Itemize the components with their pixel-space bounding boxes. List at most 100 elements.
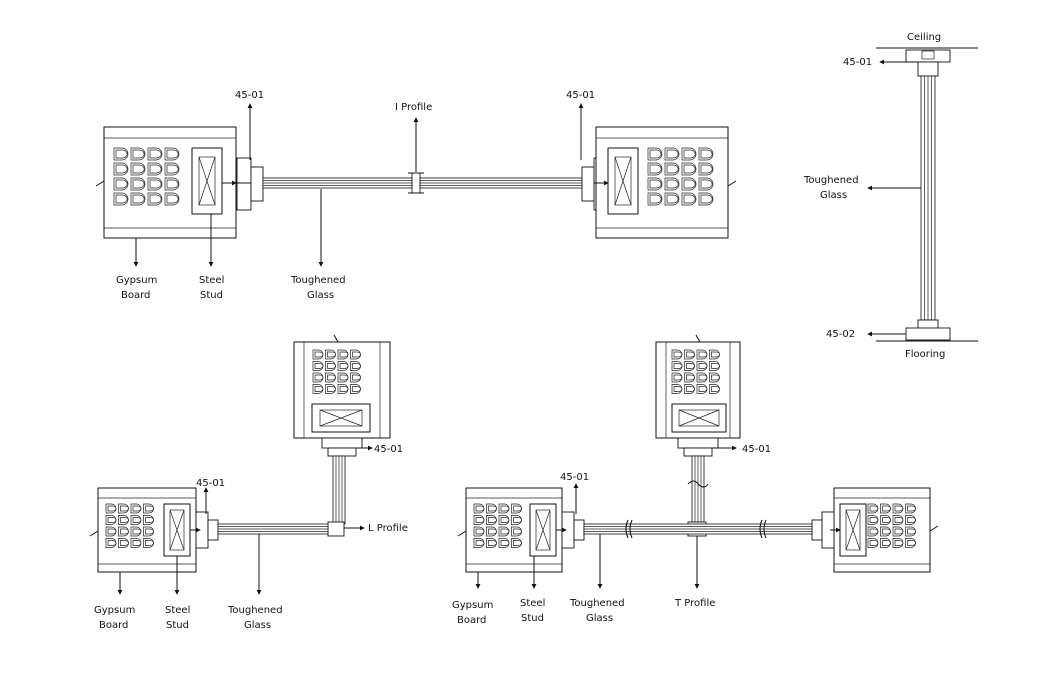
gypsum-cell-inner [475, 517, 485, 523]
gypsum-cell-inner [145, 517, 154, 523]
gypsum-cell-inner [882, 540, 891, 546]
gypsum-cell-inner [352, 374, 361, 381]
l-profile-detail: 45-01 45-01 L Profile Gypsum Board Steel… [89, 334, 408, 631]
gypsum-cell [164, 192, 180, 206]
right-wall-block [833, 487, 939, 573]
gypsum-cell-inner [488, 528, 497, 535]
gypsum-cell-inner [327, 363, 336, 369]
gypsum-cell-inner [666, 179, 679, 189]
gypsum-cell-inner [683, 194, 696, 204]
board-label: Board [121, 290, 150, 301]
gypsum-cell-inner [907, 517, 916, 523]
gypsum-cell-inner [711, 386, 720, 392]
gypsum-cell-inner [882, 528, 891, 535]
gypsum-cell-inner [475, 505, 485, 512]
gypsum-cell-inner [513, 505, 522, 512]
gypsum-cell-inner [673, 351, 683, 358]
gypsum-label: Gypsum [116, 275, 157, 286]
gypsum-cell [164, 177, 180, 191]
gypsum-cell [130, 192, 146, 206]
flooring-label: Flooring [905, 349, 945, 360]
i-profile-connector [408, 172, 424, 194]
board-label: Board [457, 615, 486, 626]
vert-toughened-label: Toughened [803, 175, 859, 186]
l-left-code: 45-01 [196, 478, 225, 489]
gypsum-cell-inner [120, 540, 129, 546]
gypsum-cell-inner [132, 194, 145, 204]
gypsum-cell-inner [686, 363, 695, 369]
gypsum-cell [147, 192, 163, 206]
gypsum-cell-inner [166, 164, 179, 174]
gypsum-cell-inner [132, 164, 145, 174]
gypsum-cell [113, 147, 129, 161]
gypsum-board-cells [105, 503, 154, 548]
gypsum-cell-inner [314, 351, 324, 358]
toughened-label: Toughened [569, 598, 625, 609]
gypsum-cell-inner [500, 540, 510, 546]
gypsum-cell [647, 147, 663, 161]
gypsum-cell-inner [132, 540, 142, 546]
gypsum-cell-inner [513, 540, 522, 546]
i-top-right-code: 45-01 [566, 90, 595, 101]
gypsum-cell [698, 192, 714, 206]
t-profile-label: T Profile [674, 598, 715, 609]
gypsum-cell-inner [698, 386, 708, 392]
gypsum-cell [681, 162, 697, 176]
gypsum-cell-inner [894, 517, 904, 523]
gypsum-cell-inner [683, 164, 696, 174]
l-profile-label: L Profile [368, 523, 408, 534]
gypsum-cell-inner [869, 517, 879, 523]
gypsum-cell-inner [686, 374, 695, 381]
i-profile-label: I Profile [395, 102, 432, 113]
gypsum-cell [681, 192, 697, 206]
gypsum-cell-inner [683, 149, 696, 159]
gypsum-cell-inner [673, 363, 683, 369]
gypsum-cell-inner [686, 386, 695, 392]
gypsum-cell-inner [120, 517, 129, 523]
toughened-glass-pane [262, 177, 594, 189]
stud-label: Stud [200, 290, 223, 301]
gypsum-cell-inner [132, 505, 142, 512]
gypsum-cell-inner [314, 363, 324, 369]
gypsum-cell [647, 162, 663, 176]
gypsum-cell-inner [132, 528, 142, 535]
gypsum-cell [647, 192, 663, 206]
toughened-label: Toughened [227, 605, 283, 616]
gypsum-board-cells [671, 349, 720, 394]
vertical-section-detail: Ceiling 45-01 Toughened Glass 45-02 Floo… [803, 32, 978, 360]
gypsum-cell-inner [673, 386, 683, 392]
gypsum-cell-inner [882, 505, 891, 512]
gypsum-cell-inner [711, 363, 720, 369]
gypsum-cell [164, 147, 180, 161]
glass-label: Glass [586, 613, 613, 624]
gypsum-cell-inner [869, 540, 879, 546]
gypsum-board-cells [473, 503, 522, 548]
i-profile-detail: 45-01 45-01 I Profile Gypsum Board Steel… [95, 90, 737, 301]
gypsum-cell-inner [107, 528, 117, 535]
steel-label: Steel [520, 598, 545, 609]
gypsum-cell [130, 147, 146, 161]
gypsum-cell [698, 162, 714, 176]
right-wall-block [595, 126, 737, 239]
gypsum-cell-inner [700, 149, 713, 159]
gypsum-cell-inner [513, 528, 522, 535]
gypsum-board-cells [867, 503, 916, 548]
gypsum-cell-inner [700, 179, 713, 189]
gypsum-cell-inner [711, 374, 720, 381]
gypsum-cell-inner [500, 505, 510, 512]
ceiling-label: Ceiling [907, 32, 941, 43]
gypsum-cell-inner [500, 517, 510, 523]
left-wall-block [89, 487, 197, 573]
gypsum-cell-inner [166, 179, 179, 189]
gypsum-cell [113, 162, 129, 176]
gypsum-cell-inner [907, 540, 916, 546]
gypsum-cell-inner [327, 351, 336, 358]
gypsum-cell-inner [698, 363, 708, 369]
gypsum-cell [647, 177, 663, 191]
gypsum-cell-inner [339, 351, 349, 358]
steel-label: Steel [165, 605, 190, 616]
vert-glass-label: Glass [820, 190, 847, 201]
gypsum-cell-inner [488, 540, 497, 546]
t-profile-detail: 45-01 45-01 T Profile Gypsum Board Steel… [452, 334, 939, 626]
